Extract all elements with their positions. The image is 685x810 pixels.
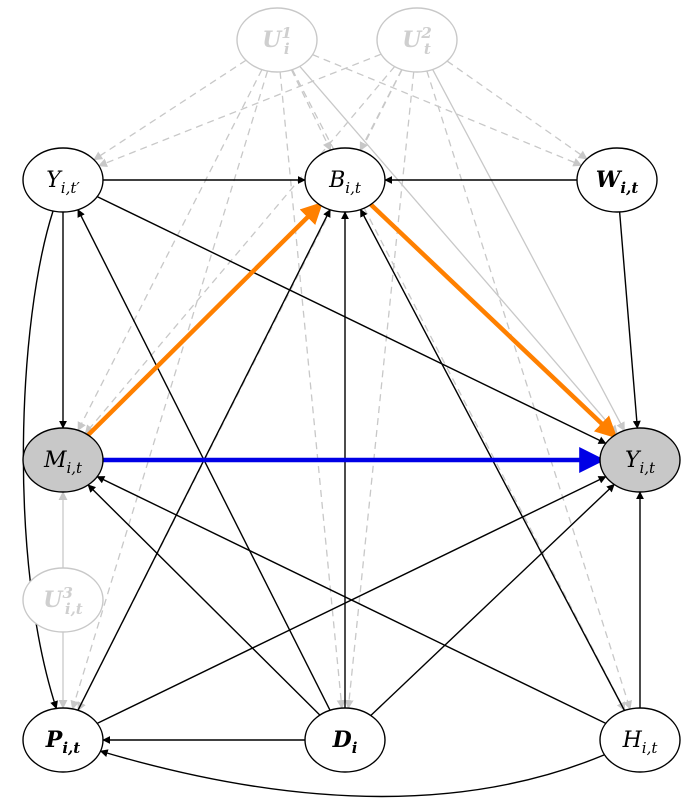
node-B: Bi,t xyxy=(304,147,386,213)
node-D-label: Di xyxy=(332,727,358,757)
edge-layer xyxy=(22,53,644,798)
node-H-label: Hi,t xyxy=(622,728,659,757)
edge-U2-to-Ytp xyxy=(98,53,382,168)
node-U3-sub: i,t xyxy=(65,600,83,618)
node-D: Di xyxy=(304,707,386,773)
node-H-sub: i,t xyxy=(642,739,659,757)
node-B-label: Bi,t xyxy=(328,168,362,197)
node-Y: Yi,t xyxy=(599,427,681,493)
node-P-label: Pi,t xyxy=(45,727,80,757)
node-Y-label: Yi,t xyxy=(625,448,656,477)
edge-B-to-Y xyxy=(369,202,618,439)
node-W-label: Wi,t xyxy=(596,167,639,197)
node-W-sub: i,t xyxy=(620,179,638,197)
edge-U2-to-D xyxy=(344,71,415,710)
edge-D-to-Y xyxy=(370,483,615,717)
node-U2-base: U xyxy=(402,27,423,53)
edge-U1-to-D xyxy=(279,71,346,709)
node-H: Hi,t xyxy=(599,707,681,773)
node-U3-ellipse xyxy=(22,567,104,633)
edge-U1-to-M xyxy=(77,69,263,432)
node-U2-sub: t xyxy=(424,40,431,58)
node-B-base: B xyxy=(328,168,345,193)
edge-D-to-M xyxy=(87,484,321,716)
node-M: Mi,t xyxy=(22,427,104,493)
edge-Ytp-to-Y xyxy=(96,195,607,445)
edge-H-to-M xyxy=(96,475,607,725)
node-M-label: Mi,t xyxy=(43,448,83,477)
edge-H-to-P xyxy=(99,749,605,798)
node-U1-sup: 1 xyxy=(281,24,291,42)
node-H-base: H xyxy=(622,728,643,753)
node-W-base: W xyxy=(596,167,623,193)
node-U1-ellipse xyxy=(236,7,318,73)
node-P-base: P xyxy=(45,727,64,753)
node-P-ellipse xyxy=(22,707,104,773)
node-P-sub: i,t xyxy=(62,739,80,757)
edge-M-to-B xyxy=(86,201,324,437)
node-M-ellipse xyxy=(22,427,104,493)
node-W: Wi,t xyxy=(576,147,658,213)
edge-Ytp-to-P xyxy=(22,210,58,710)
node-M-base: M xyxy=(43,448,67,473)
edge-W-to-Y xyxy=(618,211,641,429)
node-Ytp-label: Yi,t′ xyxy=(46,168,80,197)
node-D-ellipse xyxy=(304,707,386,773)
node-Y-sub: i,t xyxy=(639,459,656,477)
edge-U2-to-Y xyxy=(432,69,625,432)
node-Y-base: Y xyxy=(625,448,642,473)
edge-U2-to-H xyxy=(426,70,632,710)
node-U2-ellipse xyxy=(376,7,458,73)
node-U1-base: U xyxy=(262,27,283,53)
node-D-sub: i xyxy=(352,739,358,757)
node-Ytp-base: Y xyxy=(46,168,63,193)
node-Ytp-ellipse xyxy=(22,147,104,213)
node-Ytp: Yi,t′ xyxy=(22,147,104,213)
edge-U2-to-W xyxy=(446,60,588,160)
node-Y-ellipse xyxy=(599,427,681,493)
node-P: Pi,t xyxy=(22,707,104,773)
node-U3-base: U xyxy=(43,587,64,613)
node-U2-sup: 2 xyxy=(420,24,431,42)
edge-U1-to-Y xyxy=(299,65,618,435)
edge-U1-to-W xyxy=(312,54,583,167)
edge-U1-to-P xyxy=(70,70,269,710)
node-D-base: D xyxy=(332,727,352,753)
node-W-ellipse xyxy=(576,147,658,213)
node-U3-sup: 3 xyxy=(62,584,72,602)
edge-U1-to-B xyxy=(290,69,332,151)
node-B-ellipse xyxy=(304,147,386,213)
edge-U2-to-M xyxy=(84,66,396,435)
node-Ytp-sub: i,t′ xyxy=(61,179,81,197)
node-M-sub: i,t xyxy=(66,459,83,477)
node-H-ellipse xyxy=(599,707,681,773)
node-B-sub: i,t xyxy=(345,179,362,197)
node-U1-sub: i xyxy=(284,40,290,58)
edge-U1-to-Ytp xyxy=(93,59,247,161)
